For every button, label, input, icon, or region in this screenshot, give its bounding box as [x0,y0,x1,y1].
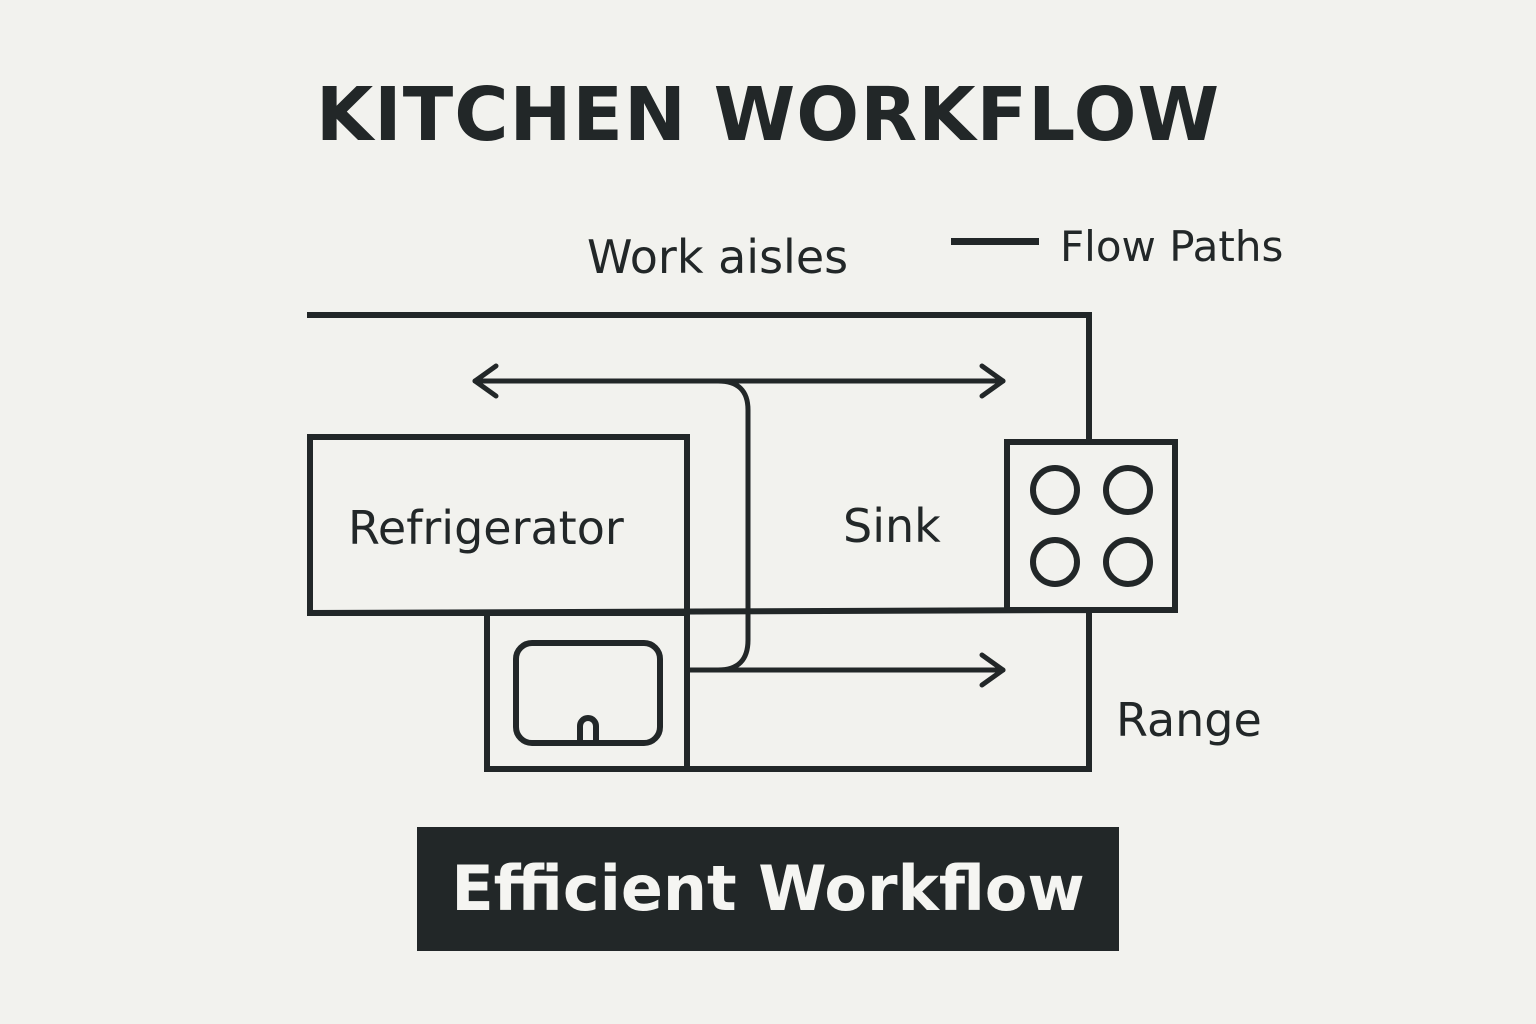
range-label: Range [1116,693,1262,747]
diagram-title: KITCHEN WORKFLOW [315,72,1221,158]
refrigerator-label: Refrigerator [348,501,624,555]
range-cooktop [1004,439,1178,613]
arrow-head-right-icon [979,652,1006,688]
sink-basin-icon [513,640,663,746]
refrigerator-block [307,434,690,616]
burner-icon [1030,537,1080,587]
legend-flow-path-swatch [951,238,1039,245]
arrow-head-left-icon [472,363,499,399]
legend-flow-paths-label: Flow Paths [1060,222,1284,271]
work-aisles-label: Work aisles [587,230,849,284]
flow-path [687,378,751,673]
sink-label: Sink [843,499,941,553]
arrow-head-right-icon [979,363,1006,399]
efficient-workflow-banner: Efficient Workflow [417,827,1119,951]
burner-icon [1030,465,1080,515]
burner-icon [1103,537,1153,587]
burner-icon [1103,465,1153,515]
faucet-icon [577,715,599,743]
banner-text: Efficient Workflow [451,852,1085,925]
